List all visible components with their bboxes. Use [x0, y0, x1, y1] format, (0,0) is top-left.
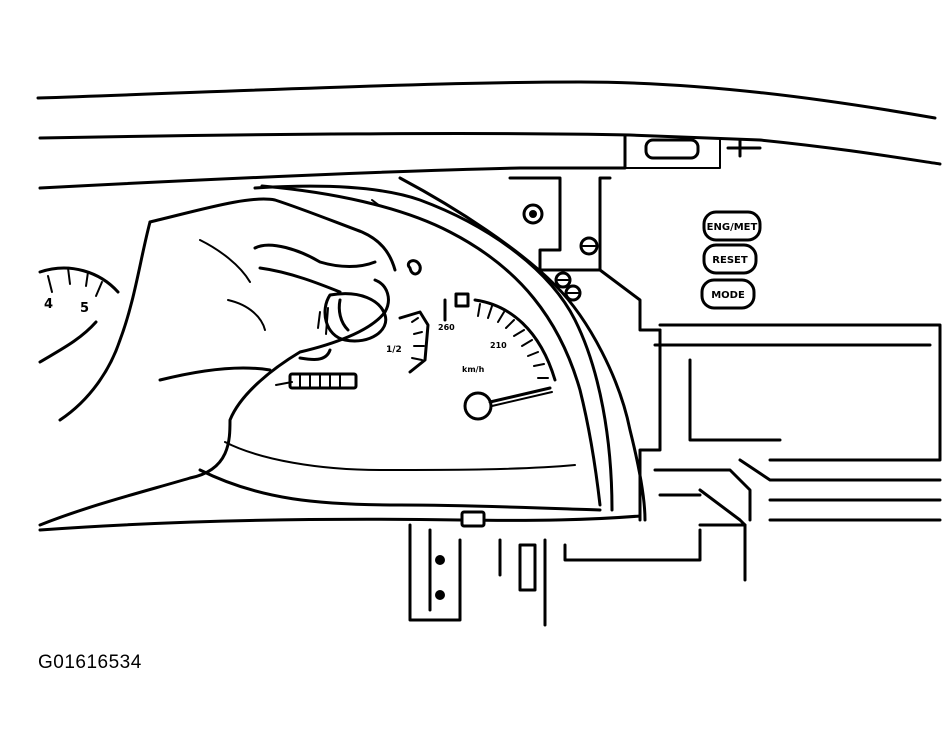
dashboard-top-edge	[36, 80, 942, 190]
dash-structure-right	[638, 323, 942, 582]
retaining-clip	[460, 510, 486, 528]
cluster-bezel	[38, 176, 647, 532]
speedo-label-left: 260	[438, 323, 455, 332]
engine-met-button-label: ENG/MET	[707, 222, 758, 233]
speedometer-needle	[488, 386, 552, 404]
engine-met-button[interactable]	[702, 210, 762, 242]
tach-label-5: 5	[80, 301, 89, 316]
lower-bracket	[408, 510, 702, 627]
fuel-label: 1/2	[386, 345, 402, 355]
reset-button[interactable]	[702, 243, 758, 275]
speedo-unit-label: km/h	[462, 365, 485, 374]
trip-computer-buttons: ENG/MET RESET MODE	[700, 210, 762, 310]
reset-button-label: RESET	[712, 255, 748, 266]
figure-id-label: G01616534	[38, 652, 142, 673]
hand-pulling-cluster	[38, 197, 397, 527]
tach-label-4: 4	[44, 297, 53, 312]
tachometer-fragment: 4 5	[38, 266, 120, 364]
dash-vent-slot	[644, 138, 700, 160]
speedometer: 260 210 km/h	[438, 292, 557, 421]
mode-button-label: MODE	[711, 290, 745, 301]
speedo-label-right: 210	[490, 341, 507, 350]
warning-indicator	[454, 292, 470, 308]
needle-hub	[463, 391, 493, 421]
mode-button[interactable]	[700, 278, 756, 310]
fuel-gauge: 1/2	[386, 259, 430, 374]
mounting-bracket	[508, 176, 662, 332]
